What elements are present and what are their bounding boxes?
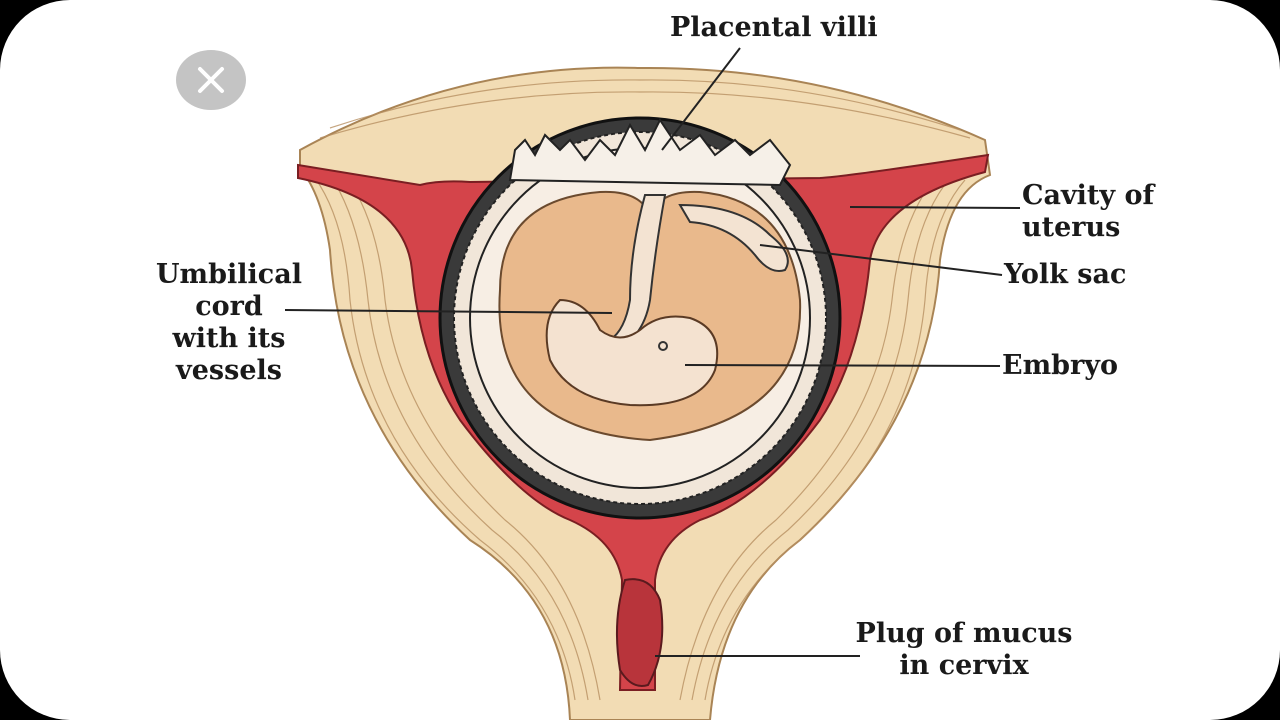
embryo — [545, 298, 719, 407]
yolk-sac — [678, 203, 789, 272]
label-plug-of-mucus: Plug of mucus in cervix — [842, 618, 1086, 682]
leader-lines — [284, 47, 1021, 657]
label-umbilical-line4: vessels — [176, 355, 282, 386]
close-button[interactable] — [176, 50, 246, 110]
label-embryo: Embryo — [1002, 350, 1118, 381]
label-yolk-sac: Yolk sac — [1004, 259, 1127, 290]
label-cavity-of-uterus: Cavity of uterus — [1022, 180, 1154, 244]
label-umbilical-cord: Umbilical cord with its vessels — [148, 259, 310, 387]
label-plug-line1: Plug of mucus — [855, 618, 1073, 649]
embryo-eye — [658, 341, 668, 351]
label-cavity-line1: Cavity of — [1022, 180, 1155, 211]
label-plug-line2: in cervix — [899, 650, 1029, 681]
mucus-plug — [615, 578, 664, 687]
label-umbilical-line3: with its — [172, 323, 286, 354]
label-placental-villi: Placental villi — [670, 12, 878, 43]
label-umbilical-line2: cord — [195, 291, 263, 322]
label-cavity-line2: uterus — [1022, 212, 1121, 243]
label-umbilical-line1: Umbilical — [156, 259, 302, 290]
placental-villi — [508, 118, 792, 187]
close-icon — [198, 67, 224, 93]
wall-striations — [314, 79, 971, 701]
